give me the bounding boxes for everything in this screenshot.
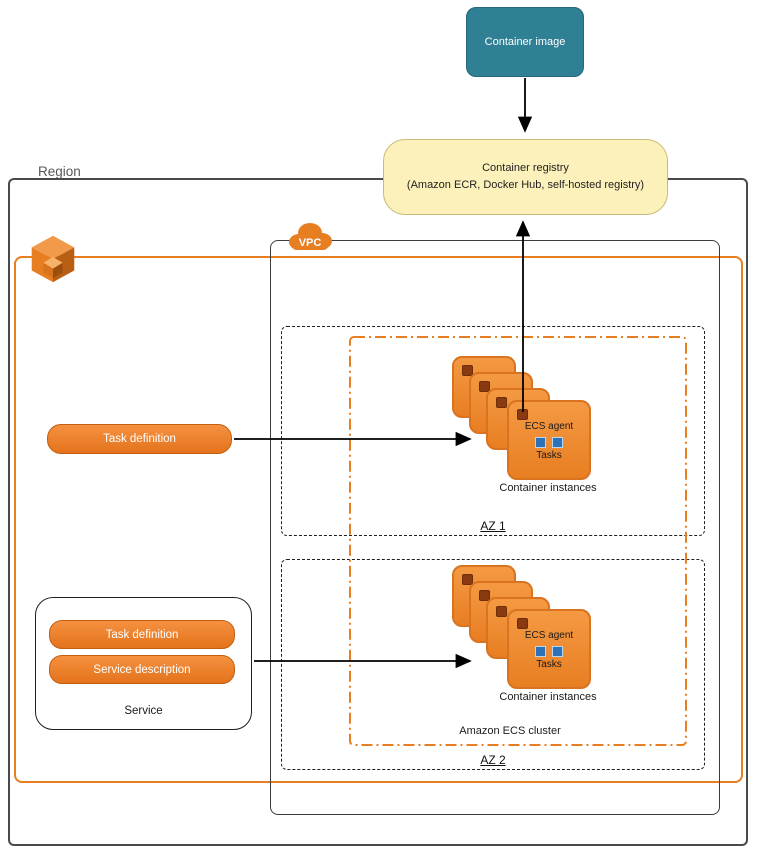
task-definition-label: Task definition [103, 433, 176, 445]
service-description-label: Service description [93, 663, 191, 676]
container-instance-front-card: ECS agent Tasks [507, 400, 591, 480]
vpc-label: VPC [299, 237, 322, 249]
service-task-definition-label: Task definition [105, 628, 179, 641]
instance-stack-az2: ECS agent Tasks Container instances [452, 565, 644, 705]
service-label: Service [124, 705, 163, 717]
ecs-agent-label: ECS agent [524, 630, 574, 641]
instance-chip-icon [496, 397, 507, 408]
region-box [8, 178, 748, 846]
az2-label: AZ 2 [480, 753, 506, 767]
ecs-cluster-outer-boundary [14, 256, 743, 783]
instance-chip-icon [517, 618, 528, 629]
instance-chip-icon [517, 409, 528, 420]
vpc-cloud-icon: VPC [289, 223, 332, 250]
task-square-icon [535, 437, 546, 448]
container-image-label: Container image [484, 36, 566, 48]
ecs-agent-label: ECS agent [524, 421, 574, 432]
task-square-icon [552, 437, 563, 448]
instance-stack-az1: ECS agent Tasks Container instances [452, 356, 644, 496]
instance-chip-icon [496, 606, 507, 617]
ecs-cluster-label: Amazon ECS cluster [459, 725, 561, 737]
container-registry-node: Container registry (Amazon ECR, Docker H… [383, 139, 668, 215]
task-definition-pill: Task definition [47, 424, 232, 454]
service-description-pill: Service description [49, 655, 235, 684]
container-instances-caption: Container instances [499, 691, 597, 703]
service-task-definition-pill: Task definition [49, 620, 235, 649]
tasks-label: Tasks [536, 450, 562, 461]
service-box: Task definition Service description Serv… [35, 597, 252, 730]
az1-label: AZ 1 [480, 519, 506, 533]
container-instance-front-card: ECS agent Tasks [507, 609, 591, 689]
task-square-icon [535, 646, 546, 657]
region-label: Region [38, 164, 81, 179]
tasks-label: Tasks [536, 659, 562, 670]
vpc-box [270, 240, 720, 815]
container-image-node: Container image [466, 7, 584, 77]
container-instances-caption: Container instances [499, 482, 597, 494]
registry-subtitle: (Amazon ECR, Docker Hub, self-hosted reg… [406, 179, 645, 191]
task-square-icon [552, 646, 563, 657]
registry-title: Container registry [482, 161, 569, 174]
ecs-service-icon [31, 235, 75, 283]
